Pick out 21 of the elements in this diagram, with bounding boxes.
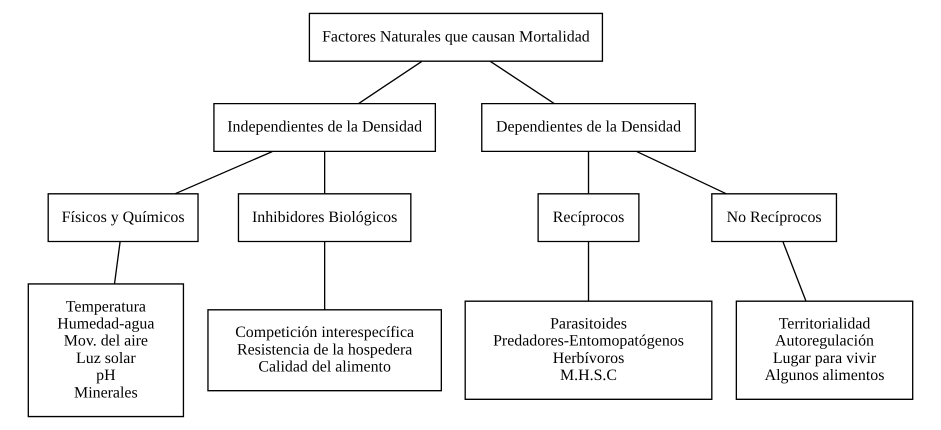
connector	[490, 60, 555, 104]
connector	[358, 60, 422, 104]
node-box: Físicos y Químicos	[48, 193, 199, 242]
connector	[324, 242, 326, 310]
node-box: Recíprocos	[537, 193, 640, 242]
node-box: Temperatura Humedad-agua Mov. del aire Luz solar pH Minerales	[28, 283, 184, 418]
node-box: No Recíprocos	[711, 193, 838, 242]
connector	[588, 152, 590, 194]
connector	[636, 150, 726, 194]
connector	[114, 242, 121, 284]
connector	[782, 241, 806, 301]
node-box: Dependientes de la Densidad	[481, 102, 696, 152]
node-box: Independientes de la Densidad	[213, 102, 436, 152]
node-box: Territorialidad Autoregulación Lugar para vivir Algunos alimentos	[736, 300, 914, 400]
connector	[588, 242, 590, 301]
node-box: Inhibidores Biológicos	[238, 193, 412, 242]
node-box: Parasitoides Predadores-Entomopatógenos Herbívoros M.H.S.C	[464, 300, 712, 400]
connector	[175, 150, 272, 194]
connector	[324, 152, 326, 194]
node-box: Competición interespecífica Resistencia de la hospedera Calidad del alimento	[207, 309, 442, 392]
node-box: Factores Naturales que causan Mortalidad	[308, 12, 604, 62]
